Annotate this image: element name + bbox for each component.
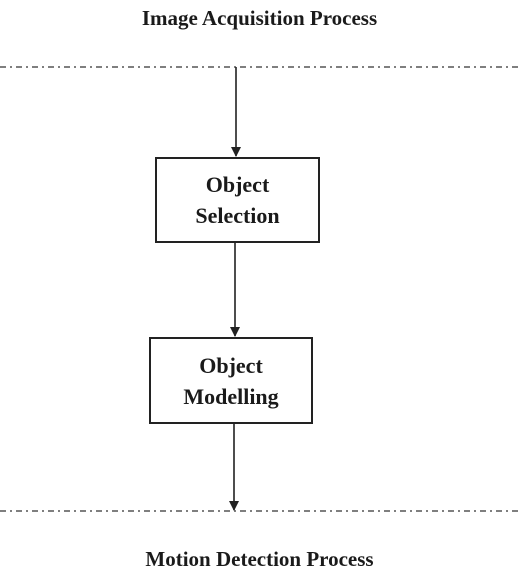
object-selection-line1: Object xyxy=(205,172,270,197)
object-modelling-line2: Modelling xyxy=(183,383,279,409)
object-selection-box: Object Selection xyxy=(155,157,320,243)
image-acquisition-heading: Image Acquisition Process xyxy=(141,6,378,30)
object-modelling-line1: Object xyxy=(199,352,263,378)
object-selection-line2: Selection xyxy=(195,203,280,228)
object-modelling-box: Object Modelling xyxy=(149,337,313,424)
motion-detection-heading: Motion Detection Process xyxy=(145,547,374,571)
